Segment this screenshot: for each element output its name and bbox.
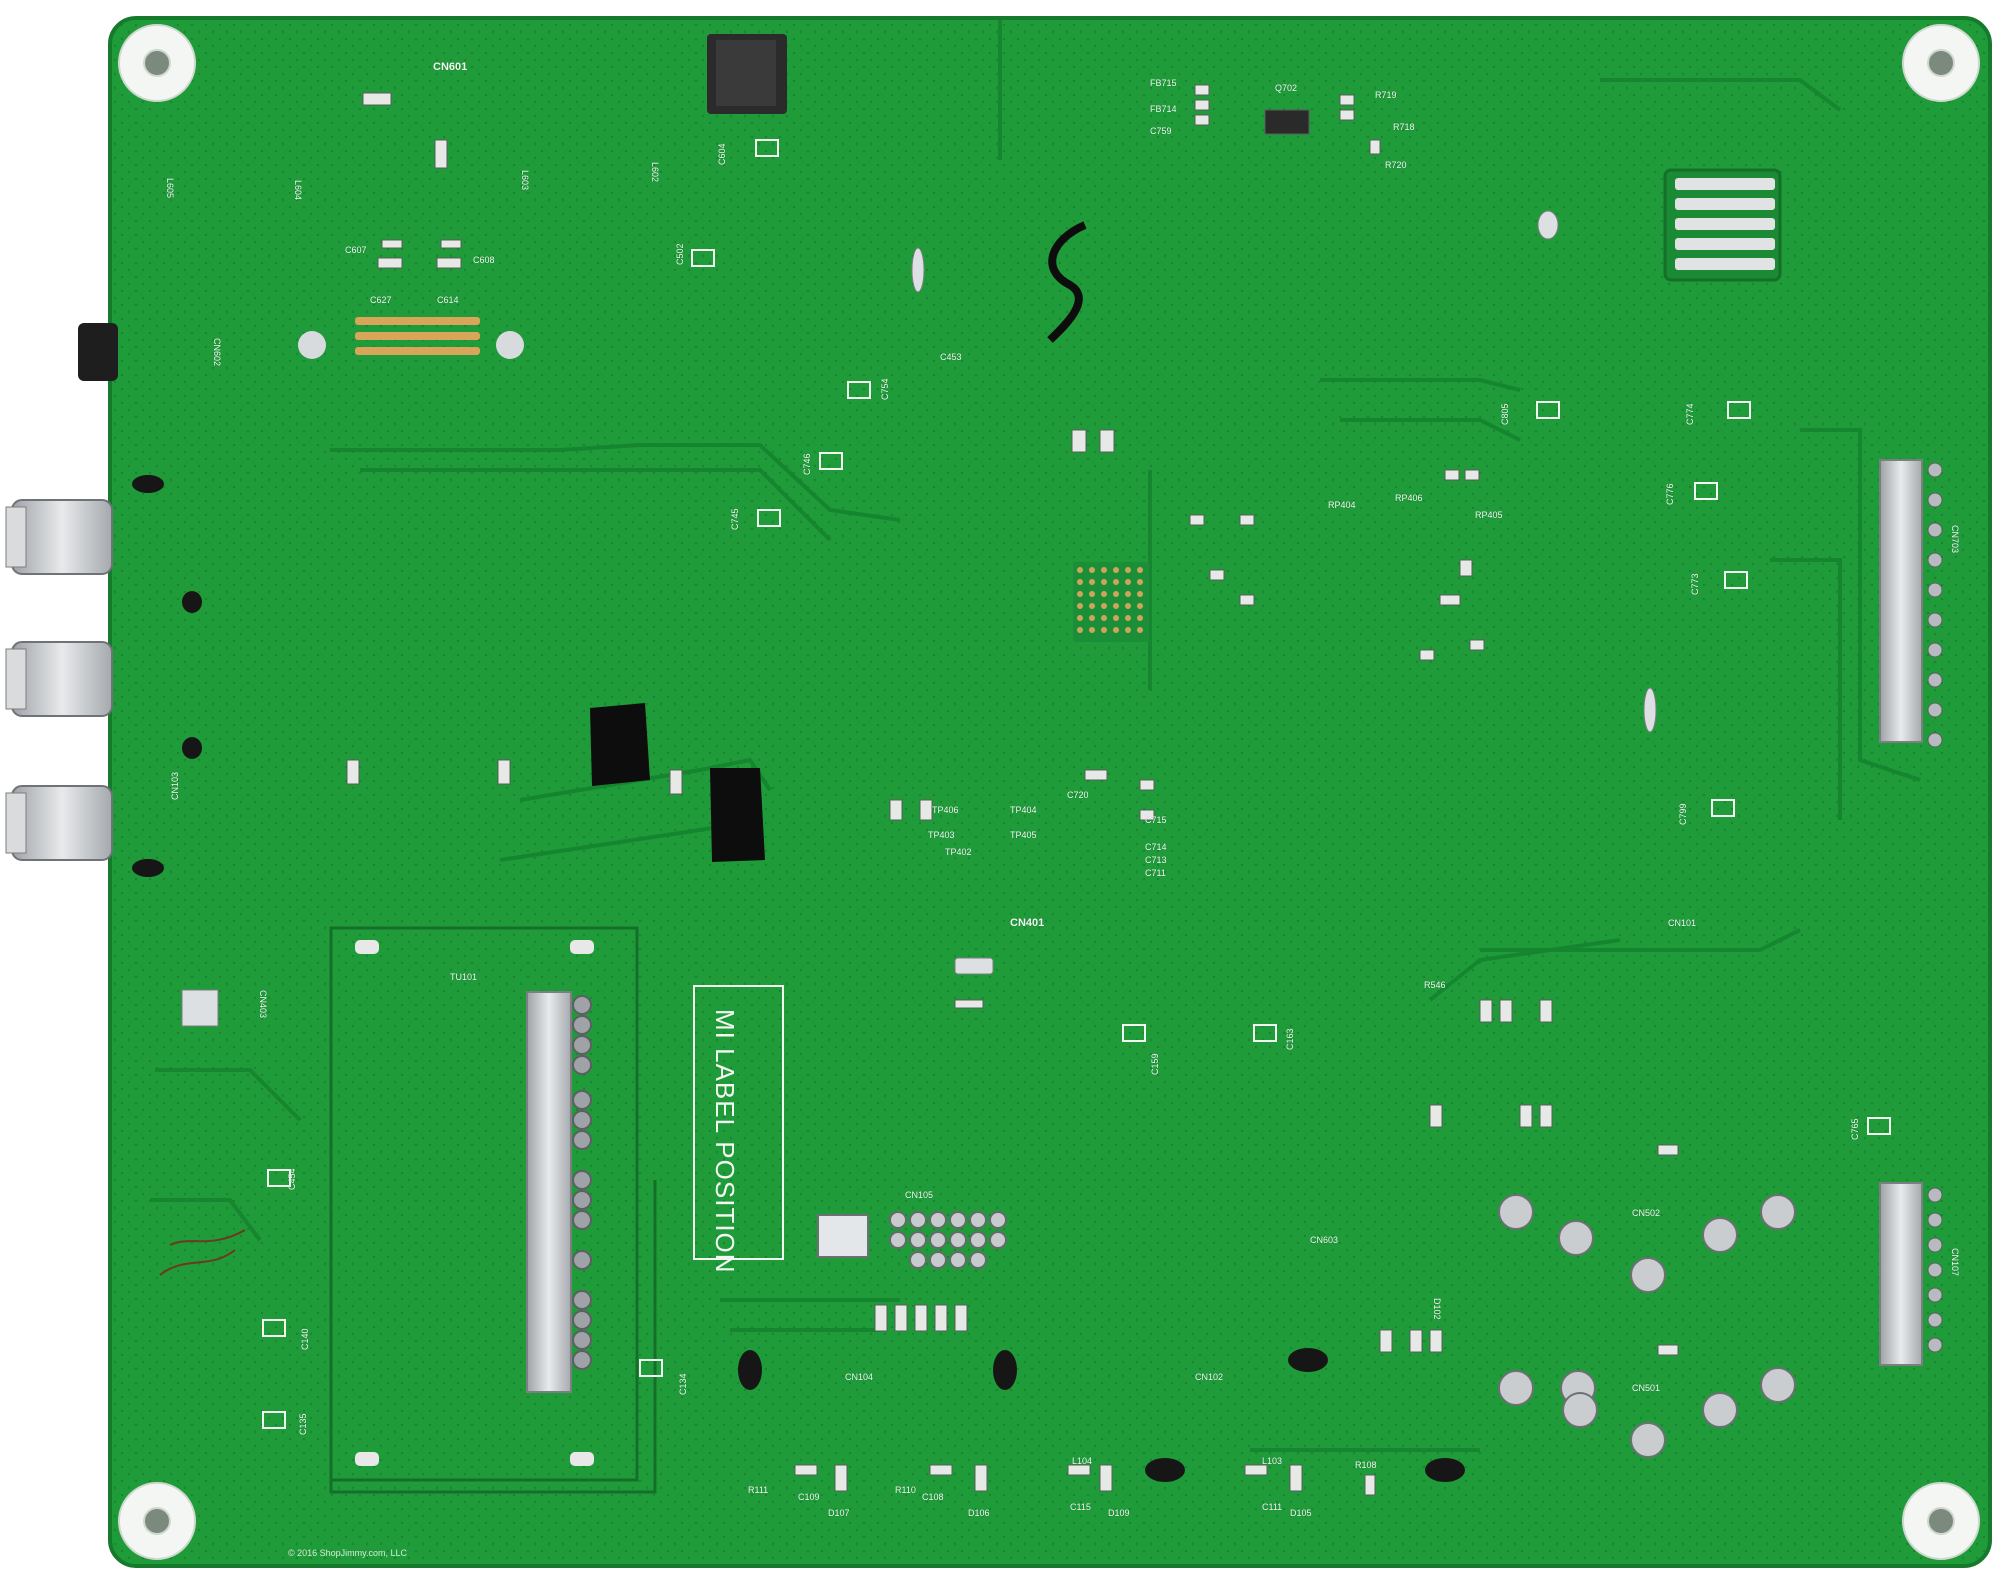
tp406-label: TP406 <box>932 805 959 815</box>
q702-label: Q702 <box>1275 83 1298 93</box>
tp403-label: TP403 <box>928 830 955 840</box>
cn105-pins <box>889 1211 1007 1269</box>
tu101-label: TU101 <box>450 972 478 982</box>
c454-label: C454 <box>287 1168 297 1190</box>
c608-label: C608 <box>473 255 495 265</box>
smd-components <box>346 84 1679 1496</box>
r111-label: R111 <box>748 1485 769 1495</box>
rp405-label: RP405 <box>1475 510 1503 520</box>
label-position-box: MI LABEL POSITION <box>693 985 784 1274</box>
c159-label: C159 <box>1150 1053 1160 1075</box>
cn602-label: CN602 <box>212 338 222 367</box>
tp402-label: TP402 <box>945 847 972 857</box>
d106-label: D106 <box>968 1508 990 1518</box>
copyright-text: © 2016 ShopJimmy.com, LLC <box>288 1548 408 1558</box>
r720-label: R720 <box>1385 160 1407 170</box>
l604-label: L604 <box>293 180 303 201</box>
c108-label: C108 <box>922 1492 944 1502</box>
cn703-connector <box>1879 459 1923 743</box>
cn502-label: CN502 <box>1632 1208 1661 1218</box>
cn105-label: CN105 <box>905 1190 934 1200</box>
c627-label: C627 <box>370 295 392 305</box>
bga-pads <box>1073 562 1149 642</box>
tp404-label: TP404 <box>1010 805 1037 815</box>
c713-label: C713 <box>1145 855 1167 865</box>
c774-label: C774 <box>1685 403 1695 425</box>
c163-label: C163 <box>1285 1028 1295 1050</box>
tp405-label: TP405 <box>1010 830 1037 840</box>
cn403-label: CN403 <box>258 990 268 1019</box>
c776-label: C776 <box>1665 483 1675 505</box>
r718-label: R718 <box>1393 122 1415 132</box>
d109-label: D109 <box>1108 1508 1130 1518</box>
c715-label: C715 <box>1145 815 1167 825</box>
l603-label: L603 <box>520 170 530 191</box>
label-position-text: MI LABEL POSITION <box>710 1009 740 1274</box>
gold-pads <box>355 317 480 355</box>
cn401-label: CN401 <box>1010 917 1045 929</box>
l602-label: L602 <box>650 162 660 183</box>
c135-label: C135 <box>298 1413 308 1435</box>
fb714-label: FB714 <box>1150 104 1177 114</box>
marker-marks <box>590 703 765 862</box>
c799-label: C799 <box>1678 803 1688 825</box>
c754-label: C754 <box>880 378 890 400</box>
c134-label: C134 <box>678 1373 688 1395</box>
cn107-label: CN107 <box>1950 1248 1960 1277</box>
cn102-label: CN102 <box>1195 1372 1224 1382</box>
c714-label: C714 <box>1145 842 1167 852</box>
c773-label: C773 <box>1690 573 1700 595</box>
rp406-label: RP406 <box>1395 493 1423 503</box>
c614-label: C614 <box>437 295 459 305</box>
c759-label: C759 <box>1150 126 1172 136</box>
tuner-outline <box>329 926 639 1482</box>
large-pads <box>1498 1194 1796 1458</box>
r108-label: R108 <box>1355 1460 1377 1470</box>
cn501-label: CN501 <box>1632 1383 1661 1393</box>
copper-traces <box>150 20 1921 1452</box>
cn103-label: CN103 <box>170 771 180 800</box>
cn107-connector <box>1879 1182 1923 1366</box>
c745-label: C745 <box>730 508 740 530</box>
c502-label: C502 <box>675 243 685 265</box>
audio-jack <box>78 323 118 381</box>
l104-label: L104 <box>1072 1456 1093 1466</box>
c746-label: C746 <box>802 453 812 475</box>
cn703-label: CN703 <box>1950 525 1960 554</box>
r719-label: R719 <box>1375 90 1397 100</box>
cn603-label: CN603 <box>1310 1235 1339 1245</box>
black-components <box>132 475 1465 1482</box>
c115-label: C115 <box>1070 1502 1091 1512</box>
cn601-label: CN601 <box>433 61 468 73</box>
cap-symbols <box>262 139 1891 1429</box>
rp404-label: RP404 <box>1328 500 1356 510</box>
c453-label: C453 <box>940 352 962 362</box>
c805-label: C805 <box>1500 403 1510 425</box>
tuner-pins <box>572 995 592 1370</box>
d107-label: D107 <box>828 1508 850 1518</box>
c720-label: C720 <box>1067 790 1089 800</box>
d105-label: D105 <box>1290 1508 1312 1518</box>
rca-jacks <box>5 499 113 861</box>
c111-label: C111 <box>1262 1502 1283 1512</box>
r546-label: R546 <box>1424 980 1446 990</box>
l605-label: L605 <box>165 178 175 199</box>
c140-label: C140 <box>300 1328 310 1350</box>
d102-label: D102 <box>1432 1298 1442 1320</box>
c765-label: C765 <box>1850 1118 1860 1140</box>
cn104-label: CN104 <box>845 1372 874 1382</box>
mounting-holes <box>118 24 1980 1560</box>
c109-label: C109 <box>798 1492 820 1502</box>
tuner-shield-strip <box>526 991 572 1393</box>
c711-label: C711 <box>1145 868 1166 878</box>
c607-label: C607 <box>345 245 367 255</box>
marker-squiggle <box>1047 221 1087 343</box>
r110-label: R110 <box>895 1485 916 1495</box>
c604-label: C604 <box>717 143 727 165</box>
cn101-label: CN101 <box>1668 918 1697 928</box>
fb715-label: FB715 <box>1150 78 1177 88</box>
l103-label: L103 <box>1262 1456 1283 1466</box>
